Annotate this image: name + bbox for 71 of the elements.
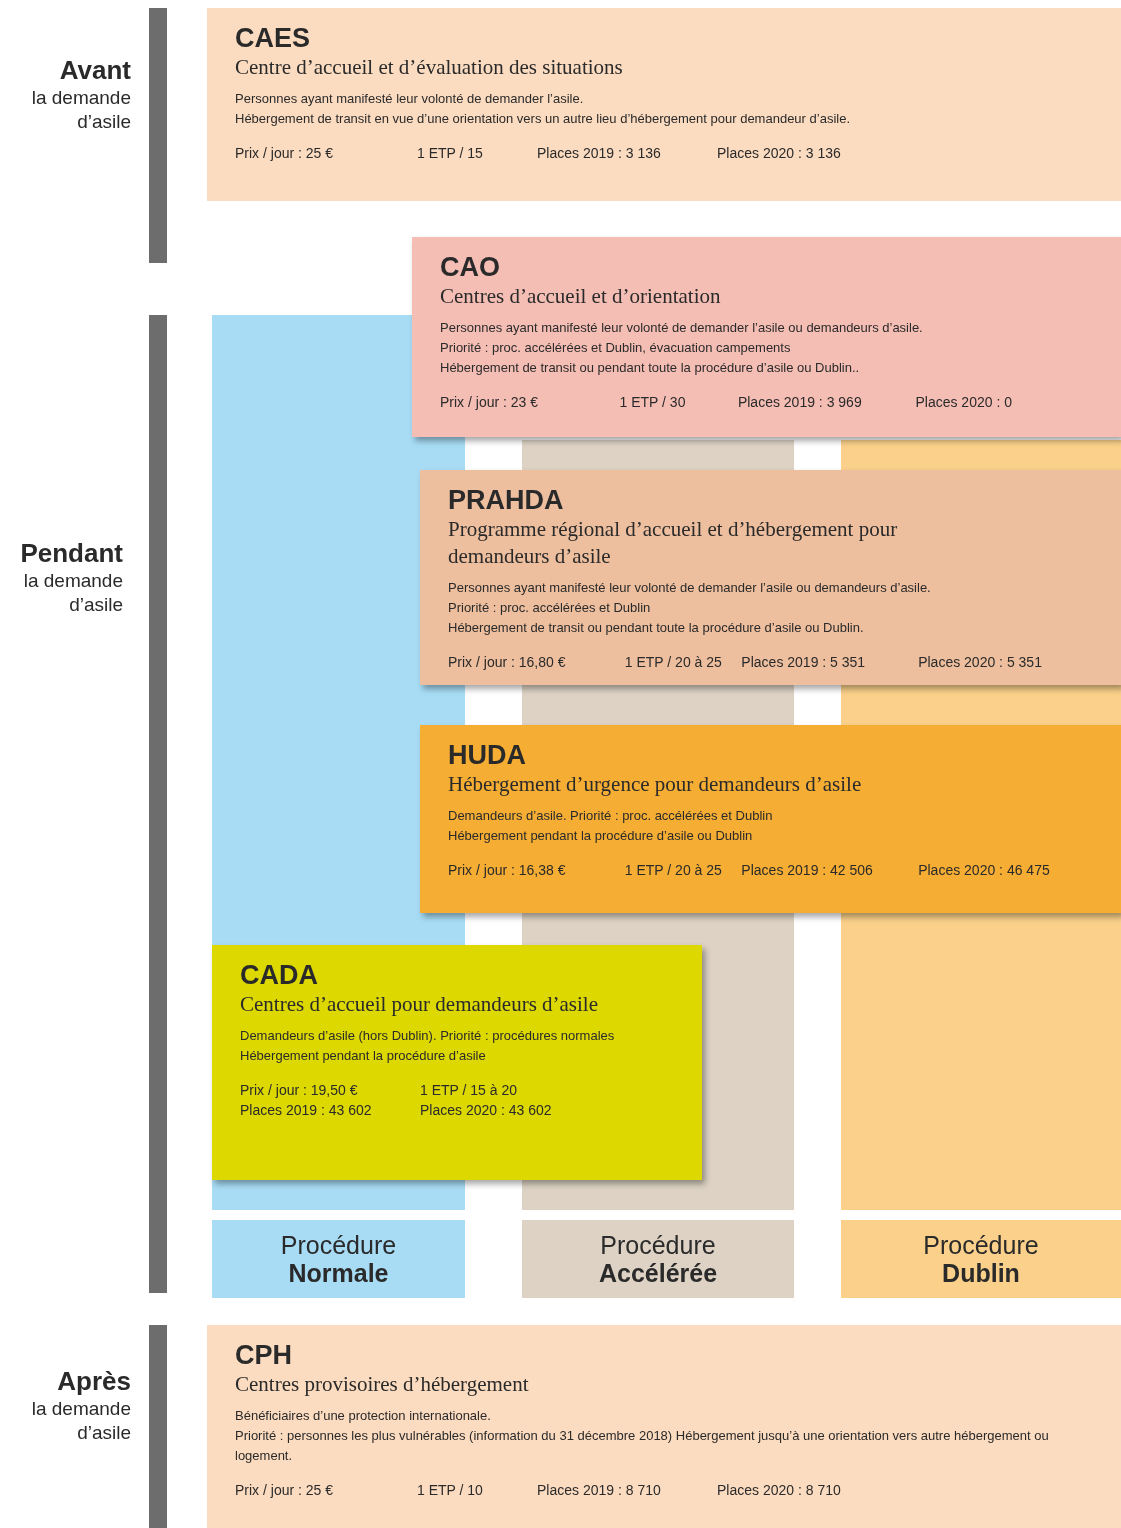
card-title: CAES	[235, 22, 310, 54]
card-title: CPH	[235, 1339, 292, 1371]
stat-text: Places 2020 : 0	[915, 393, 1013, 412]
card-subtitle: Programme régional d’accueil et d’hébergement pour demandeurs d’asile	[448, 516, 899, 570]
stat-text: Places 2020 : 3 136	[717, 144, 842, 163]
stat-text: Places 2019 : 8 710	[537, 1481, 662, 1500]
phase-label: Après	[57, 1366, 131, 1396]
vertical-bar	[149, 1325, 167, 1528]
procedure-name: Procédure Normale	[279, 1231, 398, 1287]
description-text: Personnes ayant manifesté leur volonté de demander l’asile.	[235, 90, 584, 108]
description-text: Personnes ayant manifesté leur volonté de demander l’asile ou demandeurs d’asile.	[448, 579, 931, 597]
phase-sublabel: la demande d’asile	[22, 569, 123, 617]
description-text: Hébergement de transit ou pendant toute la procédure d’asile ou Dublin.	[448, 619, 864, 637]
description-text: Personnes ayant manifesté leur volonté de demander l’asile ou demandeurs d’asile.	[440, 319, 923, 337]
stat-text: Places 2020 : 8 710	[717, 1481, 842, 1500]
info-card	[212, 945, 702, 1180]
info-card	[412, 237, 1121, 437]
stat-text: Places 2020 : 46 475	[918, 861, 1051, 880]
stat-text: Places 2019 : 5 351	[741, 653, 867, 672]
procedure-label	[841, 1220, 1121, 1298]
phase-sublabel: la demande d’asile	[30, 1397, 131, 1445]
stat-text: Places 2020 : 5 351	[918, 653, 1043, 672]
stat-text: Prix / jour : 16,80 €	[448, 653, 567, 672]
description-text: Hébergement de transit en vue d’une orientation vers un autre lieu d’hébergement pour demandeur d’asile.	[235, 110, 850, 128]
card-subtitle: Centres provisoires d’hébergement	[235, 1371, 529, 1398]
description-text: Bénéficiaires d’une protection internationale.	[235, 1407, 491, 1425]
phase-label: Pendant	[20, 538, 123, 568]
stat-text: Prix / jour : 25 €	[235, 144, 335, 163]
procedure-name: Procédure Dublin	[922, 1231, 1040, 1287]
stat-text: 1 ETP / 20 à 25	[624, 861, 723, 880]
card-title: HUDA	[448, 739, 526, 771]
description-text: Priorité : personnes les plus vulnérables (information du 31 décembre 2018) Hébergement jusqu’à une orientation vers autre hébergement ou logement.	[235, 1427, 1050, 1465]
description-text: Hébergement pendant la procédure d’asile	[240, 1047, 486, 1065]
stat-text: Prix / jour : 19,50 €	[240, 1081, 359, 1100]
vertical-bar	[149, 8, 167, 263]
card-subtitle: Centres d’accueil pour demandeurs d’asile	[240, 991, 599, 1018]
stat-text: Prix / jour : 23 €	[440, 393, 540, 412]
info-card	[207, 1325, 1121, 1528]
description-text: Priorité : proc. accélérées et Dublin, évacuation campements	[440, 339, 791, 357]
procedure-label	[522, 1220, 794, 1298]
stat-text: Prix / jour : 16,38 €	[448, 861, 567, 880]
stat-text: 1 ETP / 30	[619, 393, 687, 412]
description-text: Demandeurs d’asile. Priorité : proc. accélérées et Dublin	[448, 807, 773, 825]
stat-text: Places 2020 : 43 602	[420, 1101, 553, 1120]
card-subtitle: Centres d’accueil et d’orientation	[440, 283, 721, 310]
procedure-name: Procédure Accélérée	[597, 1231, 719, 1287]
card-subtitle: Hébergement d’urgence pour demandeurs d’asile	[448, 771, 862, 798]
card-title: CADA	[240, 959, 318, 991]
card-title: CAO	[440, 251, 500, 283]
info-card	[207, 8, 1121, 201]
stat-text: Prix / jour : 25 €	[235, 1481, 335, 1500]
stat-text: Places 2019 : 3 136	[537, 144, 662, 163]
info-card	[420, 725, 1121, 913]
phase-label: Avant	[59, 55, 131, 85]
phase-sublabel: la demande d’asile	[30, 86, 131, 134]
vertical-bar	[149, 315, 167, 1293]
stat-text: Places 2019 : 42 506	[741, 861, 874, 880]
stat-text: 1 ETP / 10	[417, 1481, 484, 1500]
stat-text: Places 2019 : 43 602	[240, 1101, 373, 1120]
description-text: Hébergement de transit ou pendant toute la procédure d’asile ou Dublin..	[440, 359, 860, 377]
description-text: Hébergement pendant la procédure d’asile ou Dublin	[448, 827, 753, 845]
stat-text: 1 ETP / 20 à 25	[624, 653, 723, 672]
stat-text: 1 ETP / 15	[417, 144, 484, 163]
stat-text: Places 2019 : 3 969	[737, 393, 863, 412]
stat-text: 1 ETP / 15 à 20	[420, 1081, 519, 1100]
procedure-label	[212, 1220, 465, 1298]
description-text: Priorité : proc. accélérées et Dublin	[448, 599, 651, 617]
description-text: Demandeurs d’asile (hors Dublin). Priorité : procédures normales	[240, 1027, 615, 1045]
card-title: PRAHDA	[448, 484, 564, 516]
info-card	[420, 470, 1121, 685]
card-subtitle: Centre d’accueil et d’évaluation des situations	[235, 54, 623, 81]
